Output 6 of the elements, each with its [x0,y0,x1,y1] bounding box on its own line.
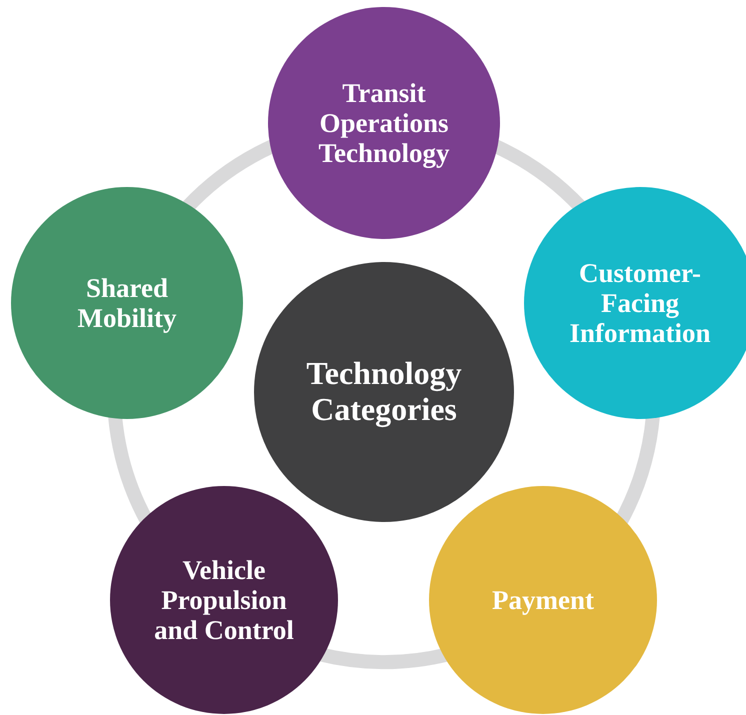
category-circle: Vehicle Propulsion and Control [110,486,338,714]
category-circle: Customer-Facing Information [524,187,746,419]
hub-circle: Technology Categories [254,262,514,522]
category-circle: Payment [429,486,657,714]
category-circle: Transit Operations Technology [268,7,500,239]
category-circle: Shared Mobility [11,187,243,419]
